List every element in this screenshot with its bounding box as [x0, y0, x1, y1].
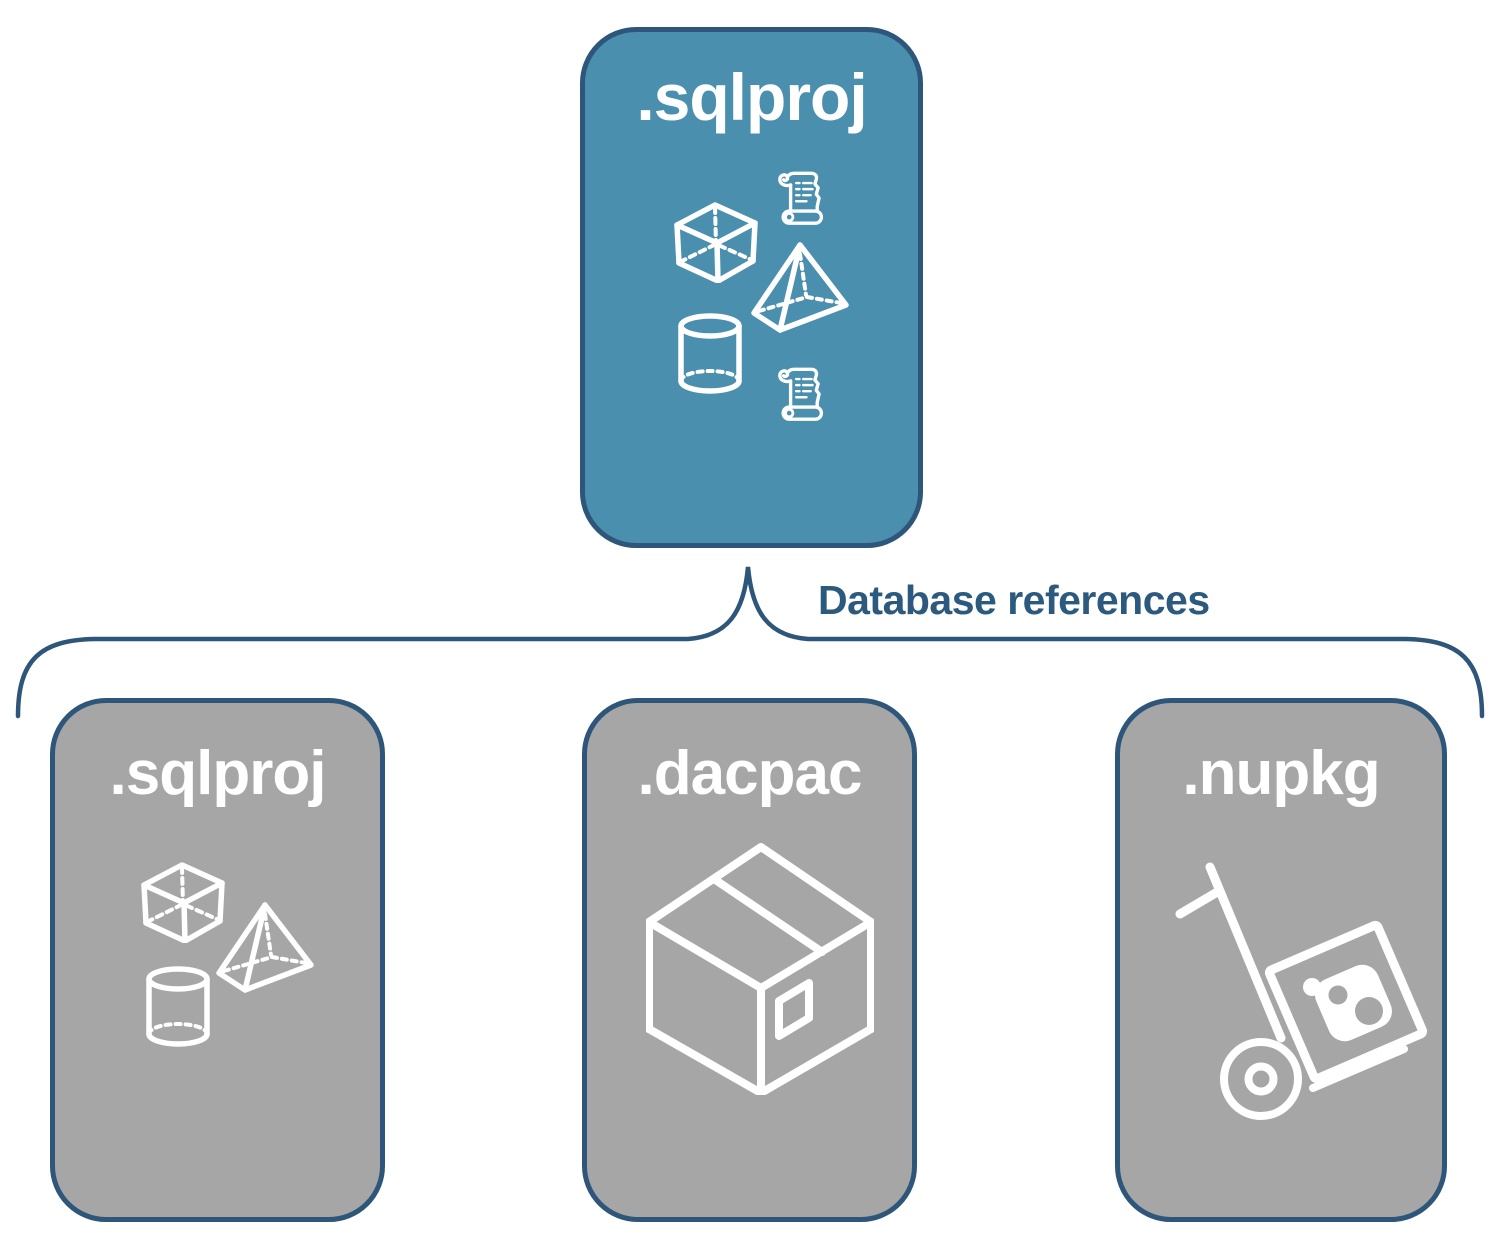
node-child-sqlproj: .sqlproj: [50, 698, 385, 1222]
node-child-dacpac: .dacpac: [582, 698, 917, 1222]
scroll-icon: [778, 171, 824, 225]
connector-label: Database references: [818, 577, 1210, 623]
cylinder-icon: [678, 313, 742, 394]
child-node-title: .nupkg: [1182, 739, 1380, 808]
cube-icon: [141, 862, 225, 943]
node-child-nupkg: .nupkg: [1115, 698, 1447, 1222]
pyramid-icon: [751, 242, 849, 333]
child-node-title: .dacpac: [637, 739, 863, 808]
child-node-title: .sqlproj: [109, 739, 327, 808]
cylinder-icon: [146, 966, 210, 1047]
node-root-sqlproj: .sqlproj: [580, 27, 923, 548]
pyramid-icon: [216, 902, 314, 993]
root-node-title: .sqlproj: [636, 60, 867, 134]
nuget-hand-truck-icon: [1175, 862, 1428, 1120]
scroll-icon: [778, 367, 824, 421]
package-box-icon: [646, 843, 874, 1095]
cube-icon: [674, 202, 758, 283]
